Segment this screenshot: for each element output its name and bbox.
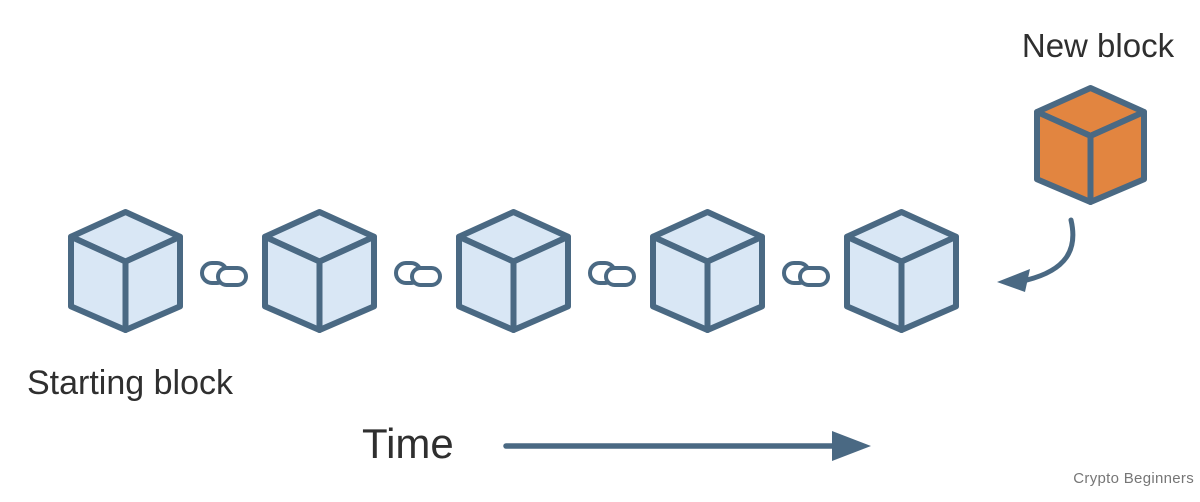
cube-right-face <box>1087 108 1147 205</box>
chain-link-right-ring <box>604 266 636 287</box>
chain-block-2 <box>262 209 377 333</box>
cube-right-face <box>510 233 571 333</box>
cube-right-face <box>898 233 959 333</box>
time-arrow-icon <box>503 431 871 461</box>
cube-right-face <box>122 233 183 333</box>
chain-block-3 <box>456 209 571 333</box>
cube-right-face <box>316 233 377 333</box>
curved-arrow-icon <box>997 217 1076 292</box>
new-block-label: New block <box>1021 27 1175 64</box>
time-arrow-head <box>832 431 871 461</box>
chain-link-right-ring <box>798 266 830 287</box>
chain-link-icon <box>782 261 830 287</box>
curved-arrow-shaft <box>1024 217 1076 283</box>
chain-link-right-ring <box>410 266 442 287</box>
new-block-cube <box>1034 85 1147 205</box>
chain-block-4 <box>650 209 765 333</box>
cube-right-face <box>704 233 765 333</box>
chain-block-5 <box>844 209 959 333</box>
chain-link-icon <box>200 261 248 287</box>
chain-link-icon <box>394 261 442 287</box>
starting-block-label: Starting block <box>27 364 233 402</box>
curved-arrow-head <box>997 269 1030 292</box>
chain-block-1 <box>68 209 183 333</box>
chain-link-right-ring <box>216 266 248 287</box>
chain-link-icon <box>588 261 636 287</box>
time-label: Time <box>362 420 454 467</box>
watermark-label: Crypto Beginners <box>1073 470 1194 487</box>
